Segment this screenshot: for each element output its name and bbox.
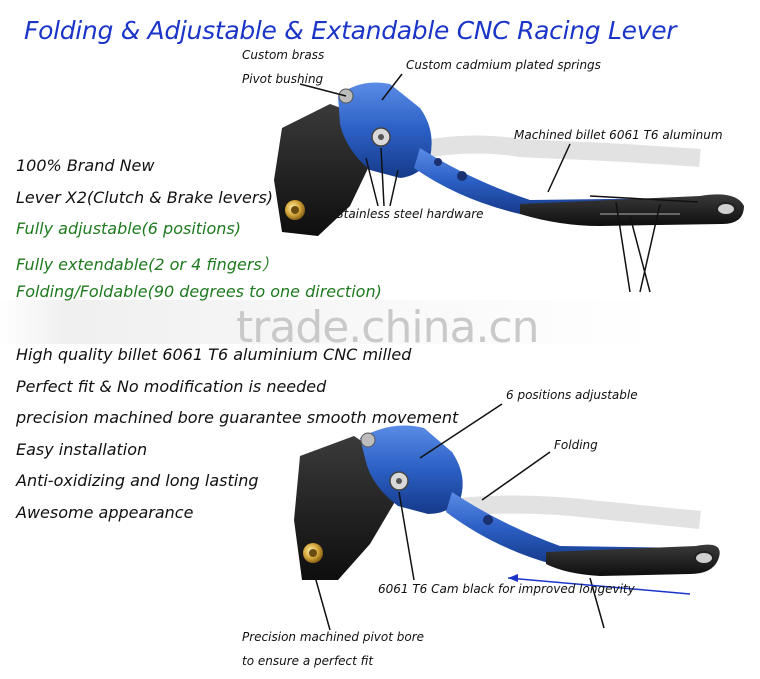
lower-tip-ring [694,551,714,565]
upper-lever [274,82,744,236]
leader-lines [299,73,699,631]
lower-top-screw-icon [360,432,376,448]
annotation-brass-line1: Custom brass [242,48,325,62]
upper-black-blade [520,194,744,226]
feature-precision-bore: precision machined bore guarantee smooth… [16,408,459,427]
upper-logo-ghost [418,135,701,167]
feature-appearance: Awesome appearance [16,503,194,522]
annotation-brass-line2: Pivot bushing [242,72,324,86]
upper-tip-ring [716,202,736,216]
feature-adjustable: Fully adjustable(6 positions) [16,219,242,238]
cam-arrow [507,577,691,595]
page-title: Folding & Adjustable & Extandable CNC Ra… [24,16,677,45]
annotation-cam: 6061 T6 Cam black for improved longevity [378,582,635,596]
annotation-folding: Folding [554,438,598,452]
annotation-bore-line1: Precision machined pivot bore [242,630,425,644]
annotation-positions: 6 positions adjustable [506,388,638,402]
watermark-band [0,300,660,344]
annotation-aluminum: Machined billet 6061 T6 aluminum [514,128,723,142]
feature-lever-pair: Lever X2(Clutch & Brake levers) [16,188,274,207]
annotation-hardware: Stainless steel hardware [336,207,484,221]
lower-lever [294,425,720,580]
lower-blue-arm [446,492,716,564]
feature-anti-oxidizing: Anti-oxidizing and long lasting [16,471,259,490]
watermark: trade.china.cn [236,302,540,353]
feature-perfect-fit: Perfect fit & No modification is needed [16,377,327,396]
feature-cnc-milled: High quality billet 6061 T6 aluminium CN… [16,345,412,364]
annotation-bore-line2: to ensure a perfect fit [242,654,374,668]
annotation-springs: Custom cadmium plated springs [406,58,601,72]
feature-folding: Folding/Foldable(90 degrees to one direc… [16,282,382,301]
feature-extendable: Fully extendable(2 or 4 fingers） [16,255,278,274]
lower-black-blade [546,544,720,576]
upper-blue-arm [414,148,718,214]
feature-brand-new: 100% Brand New [16,156,155,175]
feature-easy-install: Easy installation [16,440,148,459]
